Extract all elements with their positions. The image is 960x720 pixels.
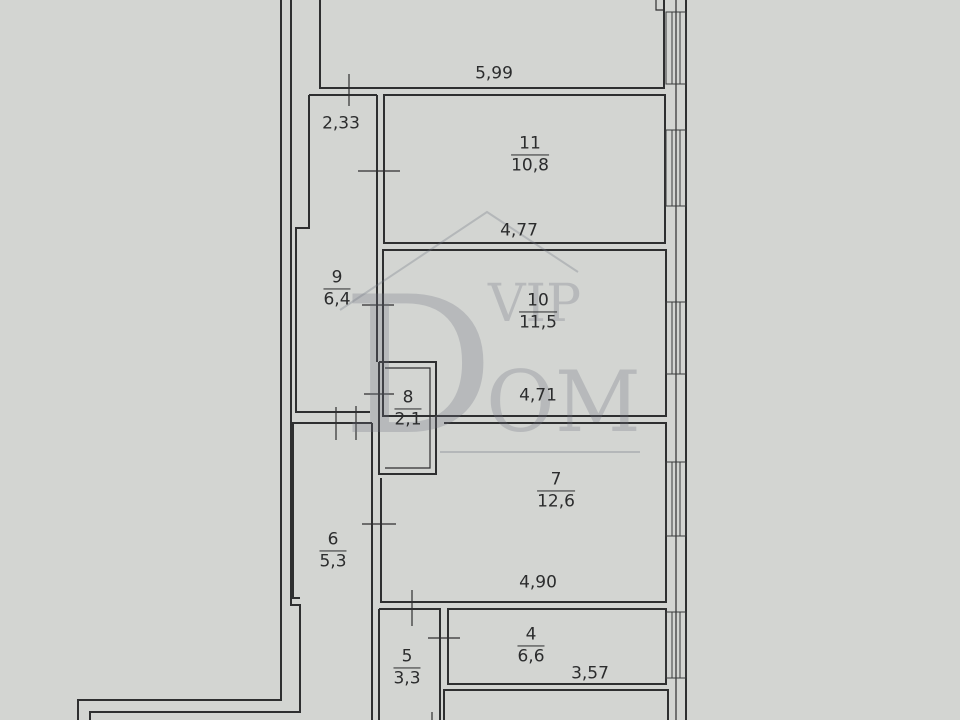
room-label-4: 4 6,6 bbox=[517, 625, 545, 666]
room-11-walls bbox=[358, 94, 666, 244]
room-area: 6,6 bbox=[517, 646, 545, 666]
outer-left-wall bbox=[77, 0, 301, 720]
watermark-letter-d: D bbox=[342, 256, 495, 477]
dimension-room-4-width: 3,57 bbox=[571, 663, 609, 684]
room-number: 11 bbox=[511, 134, 549, 155]
room-7-walls bbox=[362, 422, 667, 603]
room-area: 2,1 bbox=[394, 409, 422, 429]
left-column-walls bbox=[295, 94, 394, 440]
room-number: 10 bbox=[519, 291, 557, 312]
room-area: 12,6 bbox=[537, 491, 575, 511]
room-label-10: 10 11,5 bbox=[519, 291, 557, 332]
room-number: 5 bbox=[393, 647, 421, 668]
room-area: 11,5 bbox=[519, 312, 557, 332]
room-number: 9 bbox=[323, 268, 351, 289]
room-area: 3,3 bbox=[393, 668, 421, 688]
dimension-room-11-width: 4,77 bbox=[500, 220, 538, 241]
room-area: 5,3 bbox=[319, 551, 347, 571]
dimension-corridor-width: 2,33 bbox=[322, 113, 360, 134]
room-number: 6 bbox=[319, 530, 347, 551]
room-4-walls bbox=[443, 608, 669, 720]
room-label-8: 8 2,1 bbox=[394, 388, 422, 429]
room-label-9: 9 6,4 bbox=[323, 268, 351, 309]
room-label-7: 7 12,6 bbox=[537, 470, 575, 511]
top-room-walls bbox=[319, 0, 665, 106]
watermark-roof-line bbox=[339, 210, 579, 311]
room-number: 4 bbox=[517, 625, 545, 646]
room-8-walls bbox=[355, 361, 437, 475]
room-6-walls bbox=[292, 422, 373, 720]
room-number: 7 bbox=[537, 470, 575, 491]
room-label-6: 6 5,3 bbox=[319, 530, 347, 571]
room-label-5: 5 3,3 bbox=[393, 647, 421, 688]
room-number: 8 bbox=[394, 388, 422, 409]
dimension-top-width: 5,99 bbox=[475, 63, 513, 84]
room-area: 6,4 bbox=[323, 289, 351, 309]
watermark-om: OM bbox=[486, 353, 641, 451]
dimension-room-10-width: 4,71 bbox=[519, 385, 557, 406]
room-area: 10,8 bbox=[511, 155, 549, 175]
windows bbox=[665, 11, 687, 679]
watermark-vip: VIP bbox=[488, 274, 582, 334]
dimension-room-7-width: 4,90 bbox=[519, 572, 557, 593]
room-5-walls bbox=[378, 590, 460, 720]
room-label-11: 11 10,8 bbox=[511, 134, 549, 175]
